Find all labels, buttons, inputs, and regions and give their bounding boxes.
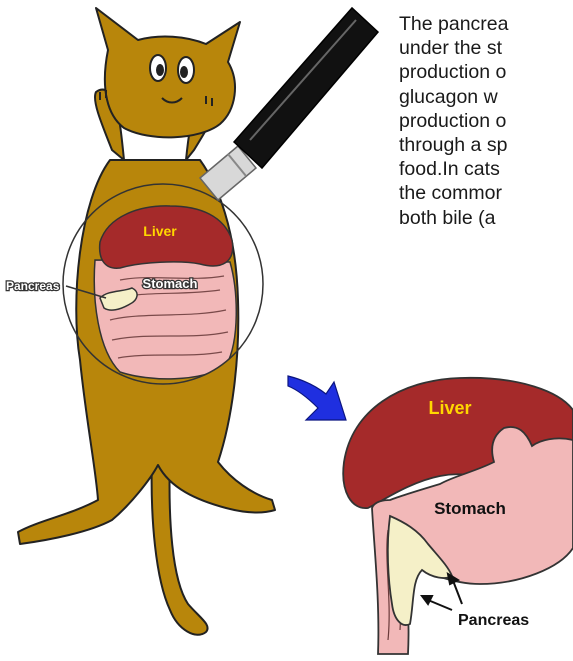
paragraph-line: glucagon w xyxy=(399,85,573,109)
paragraph-line: production o xyxy=(399,60,573,84)
paragraph-line: production o xyxy=(399,109,573,133)
zoom-pancreas-pointers xyxy=(422,574,462,610)
paragraph-line: food.In cats xyxy=(399,157,573,181)
top-pancreas-label: Pancreas xyxy=(6,279,60,293)
paragraph-line: both bile (a xyxy=(399,206,573,230)
description-paragraph: The pancrea under the st production o gl… xyxy=(399,12,573,230)
blue-arrow-icon xyxy=(288,376,346,420)
paragraph-line: through a sp xyxy=(399,133,573,157)
top-liver-label: Liver xyxy=(143,223,177,239)
cat-head xyxy=(96,8,240,137)
paragraph-line: the commor xyxy=(399,181,573,205)
top-stomach-label: Stomach xyxy=(143,276,198,291)
zoom-stomach-label: Stomach xyxy=(434,499,506,518)
paragraph-line: The pancrea xyxy=(399,12,573,36)
zoom-pancreas-label: Pancreas xyxy=(458,612,529,629)
paragraph-line: under the st xyxy=(399,36,573,60)
zoom-liver-label: Liver xyxy=(428,398,471,418)
